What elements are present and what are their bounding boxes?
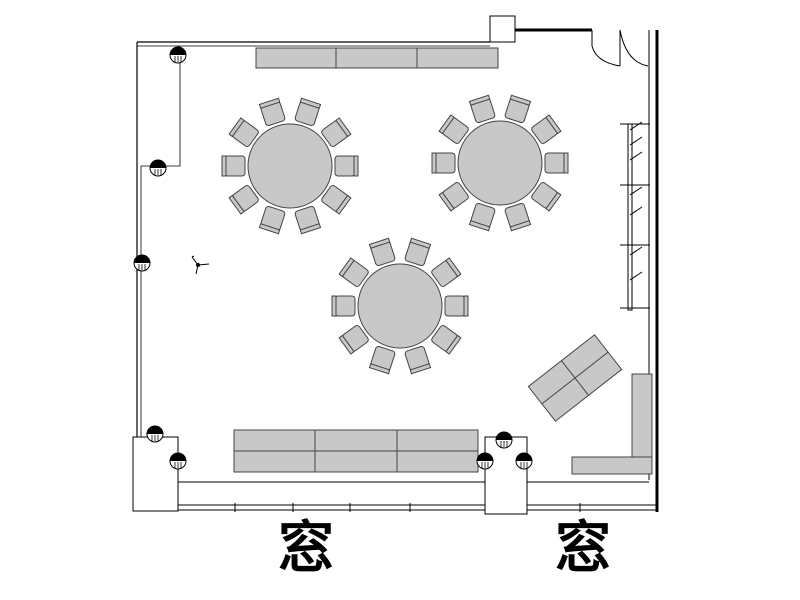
pillar-bottom-left [132,436,179,512]
chair [368,345,396,375]
window-label-left: 窓 [278,515,334,581]
light-fixtures [133,46,533,470]
chair [334,155,359,177]
light-fixture-icon [169,46,187,64]
chair [438,114,469,144]
chair [294,205,322,235]
light-fixture-icon [476,452,494,470]
table-top [357,263,443,349]
window-icon [178,503,657,512]
chair [404,345,432,375]
chair [431,152,456,174]
light-fixture-icon [149,159,167,177]
chair [431,257,462,287]
light-fixture-icon [515,452,533,470]
bottom-counter [233,429,479,473]
chair [258,205,286,235]
light-fixture-icon [146,425,164,443]
chair [468,202,496,232]
chair [544,152,569,174]
chair [331,295,356,317]
chair [221,155,246,177]
center-table [331,237,469,375]
wall-shelves [620,121,650,311]
angled-sofa [527,334,623,422]
l-shaped-sofa [571,373,653,475]
left-top-table [221,97,359,235]
chair [531,182,562,212]
light-fixture-icon [169,452,187,470]
chair [504,94,532,124]
chair [444,295,469,317]
chair [404,237,432,267]
chair [321,185,352,215]
door-swing-icon [591,29,649,67]
chair [431,325,462,355]
light-fixture-icon [133,254,151,272]
chair [468,94,496,124]
walls [132,15,659,515]
chair [368,237,396,267]
chair [504,202,532,232]
left-wall-inner [140,46,181,440]
window-label-right: 窓 [555,515,611,581]
chair [531,114,562,144]
chair [338,257,369,287]
chair [438,182,469,212]
light-fixture-icon [495,431,513,449]
chair [228,185,259,215]
pillar-top [489,15,516,43]
chair [258,97,286,127]
chair [338,325,369,355]
right-top-table [431,94,569,232]
chair [294,97,322,127]
table-top [457,120,543,206]
table-top [247,123,333,209]
top-counter [255,47,499,69]
round-tables [221,94,569,375]
chair [321,117,352,147]
pillar-bottom-mid [484,436,528,515]
chair [228,117,259,147]
ceiling-fan-icon [191,255,210,275]
